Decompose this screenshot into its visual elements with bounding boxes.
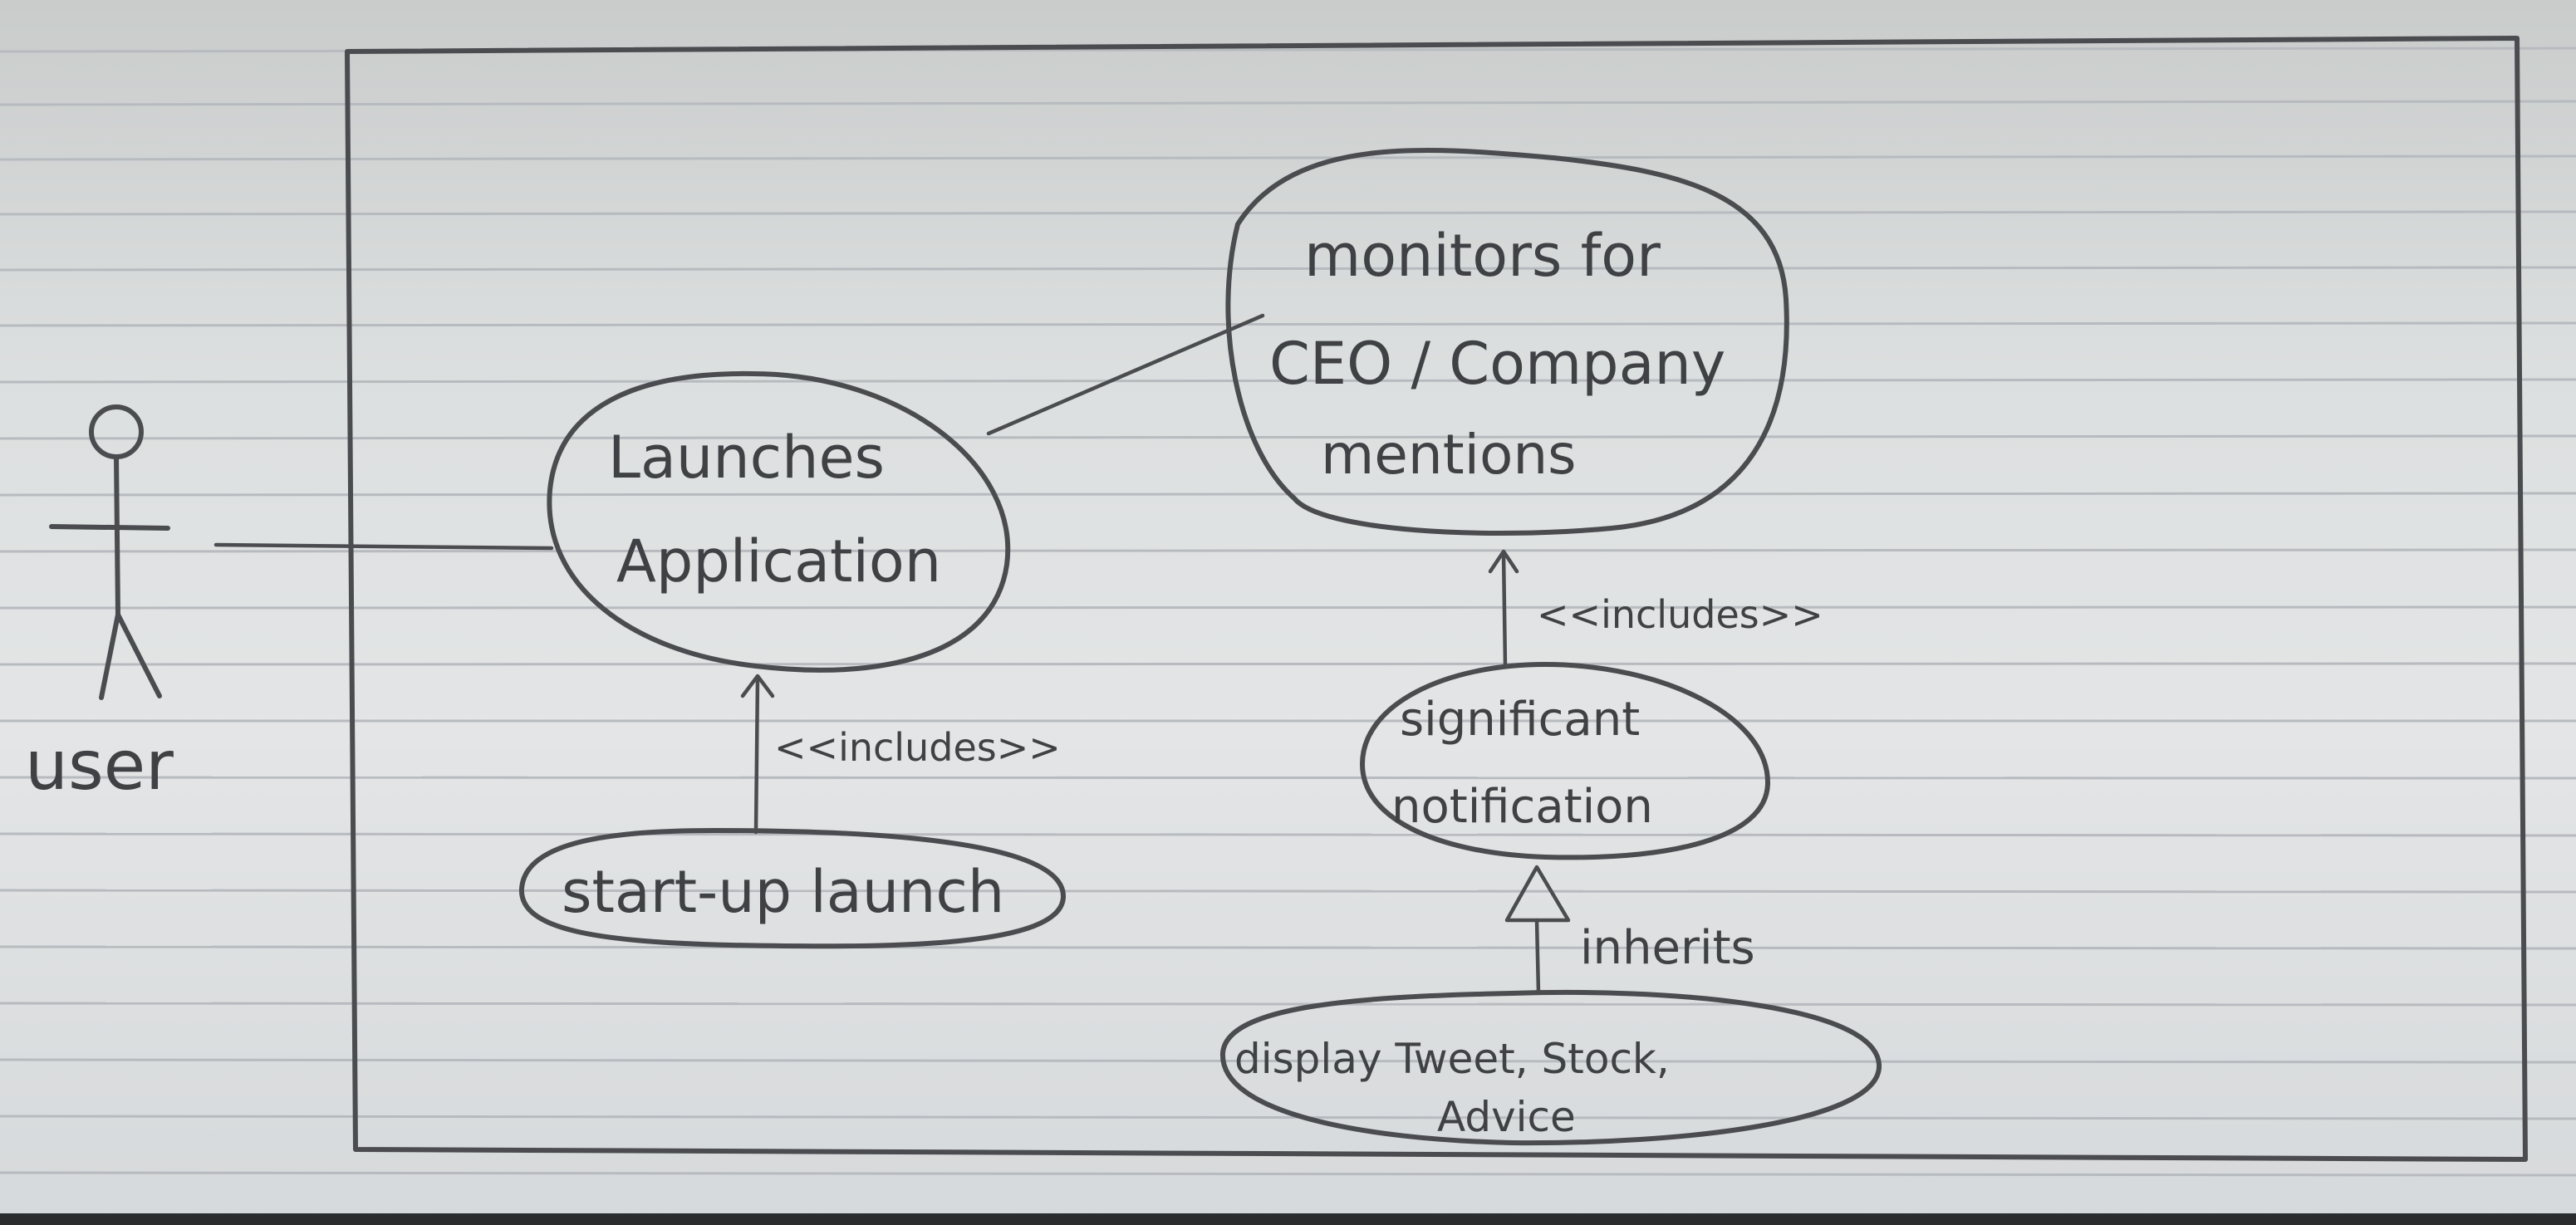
use-case-label-line1: significant (1400, 693, 1640, 747)
use-case-label-line3: mentions (1321, 423, 1577, 487)
photo-bottom-edge (0, 1213, 2576, 1225)
association-user-launches (213, 542, 554, 551)
use-case-label-line2: Application (616, 527, 941, 595)
actor-legs (99, 612, 162, 700)
include-startup-launches: <<includes>> (740, 674, 1061, 835)
actor-head (89, 404, 144, 459)
use-case-label-line2: CEO / Company (1269, 330, 1725, 398)
include-notification-monitors: <<includes>> (1488, 549, 1823, 669)
use-case-ellipse (547, 370, 1011, 673)
generalization-label: inherits (1580, 921, 1755, 975)
ruled-lines (0, 47, 2576, 1177)
use-case-display: display Tweet, Stock, Advice (1219, 989, 1882, 1146)
use-case-label: start-up launch (562, 858, 1004, 926)
system-boundary (345, 36, 2528, 1162)
use-case-significant-notification: significant notification (1360, 662, 1771, 860)
use-case-label-line1: Launches (608, 424, 885, 492)
include-arrow-head (740, 674, 775, 698)
use-case-ellipse (1225, 147, 1789, 536)
use-case-ellipse (1360, 662, 1771, 860)
include-arrow-head (1488, 549, 1519, 574)
use-case-startup-launch: start-up launch (518, 828, 1067, 949)
actor-body (114, 454, 120, 617)
generalization-line (1534, 918, 1541, 996)
generalization-triangle (1504, 865, 1571, 923)
include-stereotype: <<includes>> (1537, 592, 1823, 637)
use-case-monitors: monitors for CEO / Company mentions (1225, 147, 1789, 536)
use-case-launches-application: Launches Application (547, 370, 1011, 673)
use-case-ellipse (1219, 989, 1882, 1146)
use-case-label-line1: monitors for (1304, 222, 1661, 290)
use-case-ellipse (518, 828, 1067, 949)
use-case-label-line2: notification (1391, 780, 1653, 834)
use-case-label-line2: Advice (1437, 1093, 1576, 1141)
actor-arms (49, 524, 170, 531)
generalization-display-notification: inherits (1504, 865, 1755, 996)
include-stereotype: <<includes>> (774, 725, 1061, 770)
use-case-label-line1: display Tweet, Stock, (1234, 1035, 1670, 1083)
actor-user: user (25, 404, 174, 806)
include-arrow-line (1501, 551, 1508, 669)
association-launches-monitors (986, 313, 1265, 436)
actor-label: user (25, 727, 174, 806)
include-arrow-line (753, 675, 760, 835)
